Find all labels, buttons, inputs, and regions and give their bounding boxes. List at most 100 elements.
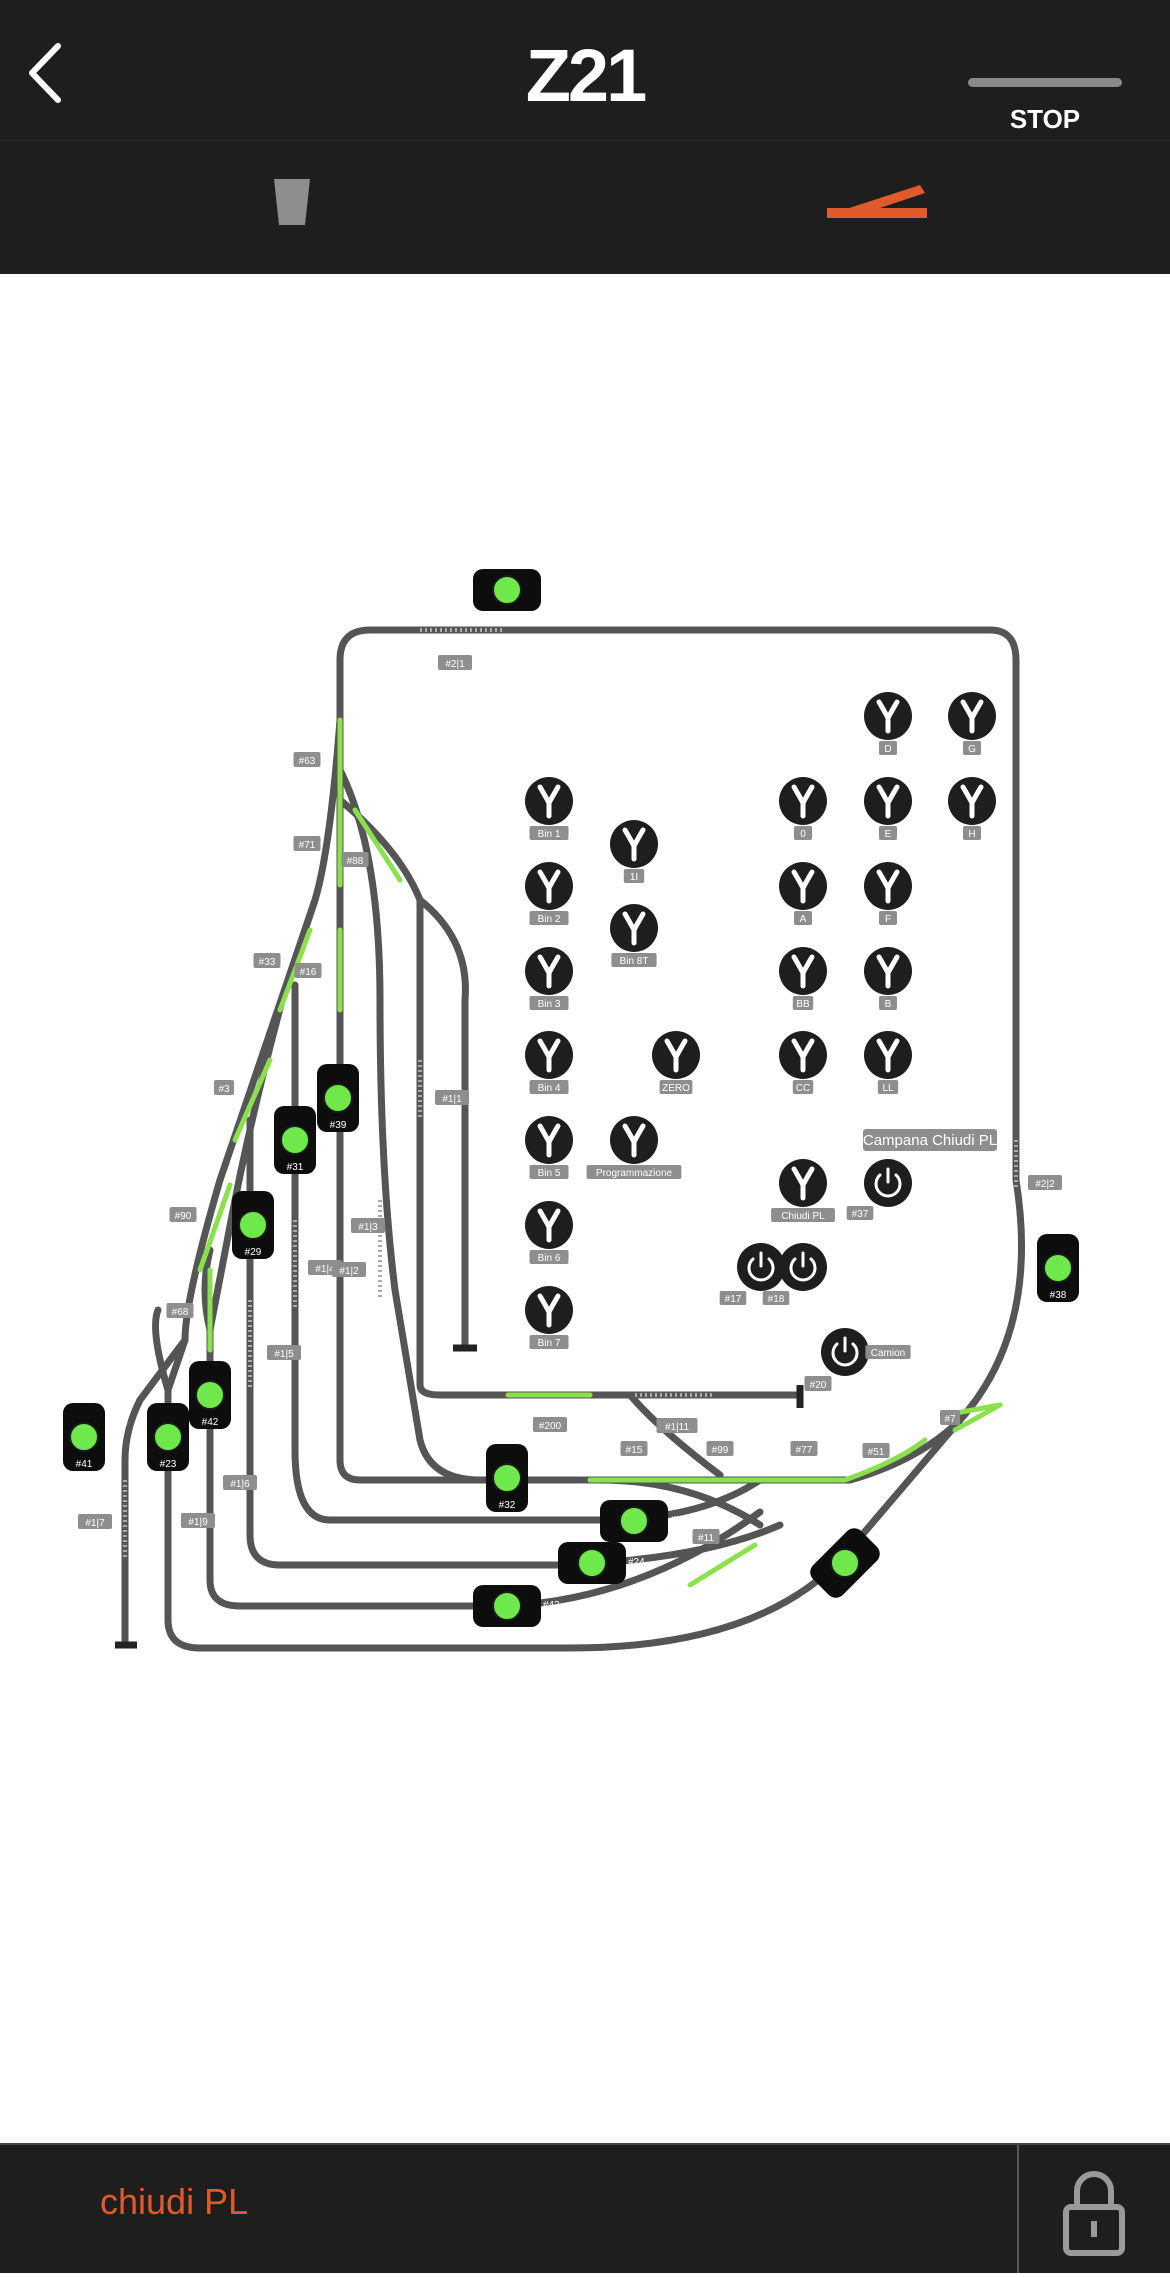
turnout-label[interactable]: #1|5 (267, 1345, 301, 1360)
turnout-y-icon (622, 1123, 646, 1158)
turnout-label[interactable]: #90 (169, 1207, 197, 1222)
turnout-label[interactable]: #20 (804, 1376, 832, 1391)
turnout-label[interactable]: #1|7 (78, 1514, 112, 1529)
power-icon (874, 1167, 902, 1198)
turnout-label[interactable]: #1|1 (435, 1090, 469, 1105)
active-route-segment (687, 1542, 758, 1588)
signal-29[interactable]: #29 (232, 1191, 274, 1259)
route-button-bin-4[interactable]: Bin 4 (525, 1031, 573, 1094)
route-button-bin-1[interactable]: Bin 1 (525, 777, 573, 840)
active-route-segment (842, 1437, 928, 1483)
signal-30[interactable]: #30 (600, 1500, 687, 1542)
route-button-chiudi-pl[interactable]: Chiudi PL (771, 1159, 835, 1222)
signal-32[interactable]: #32 (486, 1444, 528, 1512)
turnout-label[interactable]: #1|9 (181, 1513, 215, 1528)
route-button-label: B (885, 999, 892, 1010)
route-button-programmazione[interactable]: Programmazione (586, 1116, 682, 1179)
turnout-label[interactable]: #68 (166, 1303, 194, 1318)
route-button-f[interactable]: F (864, 862, 912, 925)
signal-42[interactable]: #42 (189, 1361, 231, 1429)
turnout-label[interactable]: #200 (533, 1417, 567, 1432)
turnout-y-icon (876, 869, 900, 904)
signal-22[interactable]: #22 (806, 1511, 897, 1602)
turnout-label[interactable]: #1|6 (223, 1475, 257, 1490)
signal-39[interactable]: #39 (317, 1064, 359, 1132)
turnout-y-icon (876, 699, 900, 734)
tab-signals[interactable] (192, 141, 392, 274)
route-button-1i[interactable]: 1I (610, 820, 658, 883)
route-button-label: Bin 6 (538, 1253, 561, 1264)
turnout-label[interactable]: #16 (294, 963, 322, 978)
svg-text:#1|7: #1|7 (85, 1518, 105, 1529)
turnout-label[interactable]: #11 (692, 1529, 720, 1544)
turnout-label[interactable]: #2|2 (1028, 1175, 1062, 1190)
svg-text:#1|5: #1|5 (274, 1349, 294, 1360)
svg-text:Campana Chiudi PL: Campana Chiudi PL (863, 1132, 997, 1149)
turnout-label[interactable]: #63 (293, 752, 321, 767)
route-button-e[interactable]: E (864, 777, 912, 840)
turnout-label[interactable]: #2|1 (438, 655, 472, 670)
turnout-label[interactable]: #99 (706, 1441, 734, 1456)
signal-38[interactable]: #38 (1037, 1234, 1079, 1302)
svg-text:#200: #200 (539, 1421, 562, 1432)
route-button-g[interactable]: G (948, 692, 996, 755)
signal-43[interactable]: #43 (473, 1585, 560, 1627)
tab-layout[interactable] (780, 141, 980, 274)
signal-31[interactable]: #31 (274, 1106, 316, 1174)
route-button-bin-5[interactable]: Bin 5 (525, 1116, 573, 1179)
route-button-bin-6[interactable]: Bin 6 (525, 1201, 573, 1264)
power-button-18[interactable]: #18 (762, 1243, 827, 1305)
svg-text:#63: #63 (299, 756, 316, 767)
back-button[interactable] (20, 38, 70, 108)
turnout-label[interactable]: #1|3 (351, 1218, 385, 1233)
signal-lamp-icon (238, 1210, 268, 1240)
turnout-label[interactable]: #51 (862, 1443, 890, 1458)
turnout-label[interactable]: #1|11 (656, 1418, 698, 1433)
signal-lamp-icon (492, 1591, 522, 1621)
chiudi-pl-button[interactable]: chiudi PL (100, 2181, 249, 2222)
turnout-y-icon (537, 1038, 561, 1073)
svg-text:#15: #15 (626, 1445, 643, 1456)
turnout-label[interactable]: #1|2 (332, 1262, 366, 1277)
turnout-label[interactable]: #88 (341, 852, 369, 867)
route-button-label: E (885, 829, 892, 840)
lock-button[interactable] (1019, 2145, 1170, 2273)
route-button-label: H (968, 829, 975, 840)
track-segment (626, 1391, 724, 1479)
route-button-a[interactable]: A (779, 862, 827, 925)
signal-23[interactable]: #23 (147, 1403, 189, 1471)
route-button-0[interactable]: 0 (779, 777, 827, 840)
route-button-h[interactable]: H (948, 777, 996, 840)
route-button-label: Chiudi PL (781, 1211, 825, 1222)
turnout-label[interactable]: #7 (940, 1410, 960, 1425)
route-button-b[interactable]: B (864, 947, 912, 1010)
route-button-label: Bin 7 (538, 1338, 561, 1349)
route-button-d[interactable]: D (864, 692, 912, 755)
turnout-y-icon (537, 1123, 561, 1158)
signal-21[interactable]: #21 (473, 569, 560, 611)
turnout-label[interactable]: #15 (620, 1441, 648, 1456)
signal-24[interactable]: #24 (558, 1542, 645, 1584)
route-button-ll[interactable]: LL (864, 1031, 912, 1094)
signal-label: #30 (670, 1515, 687, 1526)
svg-text:#3: #3 (218, 1084, 230, 1095)
route-button-cc[interactable]: CC (779, 1031, 827, 1094)
turnout-label[interactable]: #77 (790, 1441, 818, 1456)
route-button-bin-2[interactable]: Bin 2 (525, 862, 573, 925)
route-button-bin-7[interactable]: Bin 7 (525, 1286, 573, 1349)
turnout-label[interactable]: #33 (253, 953, 281, 968)
route-button-zero[interactable]: ZERO (652, 1031, 700, 1094)
turnout-label[interactable]: #71 (293, 836, 321, 851)
power-icon (831, 1336, 859, 1367)
route-button-bin-8t[interactable]: Bin 8T (610, 904, 658, 967)
stop-button[interactable]: STOP (1009, 104, 1081, 134)
route-button-bb[interactable]: BB (779, 947, 827, 1010)
power-button-17[interactable]: #17 (719, 1243, 785, 1305)
power-button-37[interactable]: #37 (846, 1159, 912, 1220)
turnout-label[interactable]: #3 (214, 1080, 234, 1095)
power-button-camion[interactable]: Camion (821, 1328, 911, 1376)
route-button-label: CC (796, 1083, 810, 1094)
signal-41[interactable]: #41 (63, 1403, 105, 1471)
route-button-bin-3[interactable]: Bin 3 (525, 947, 573, 1010)
chevron-left-icon (29, 43, 61, 103)
